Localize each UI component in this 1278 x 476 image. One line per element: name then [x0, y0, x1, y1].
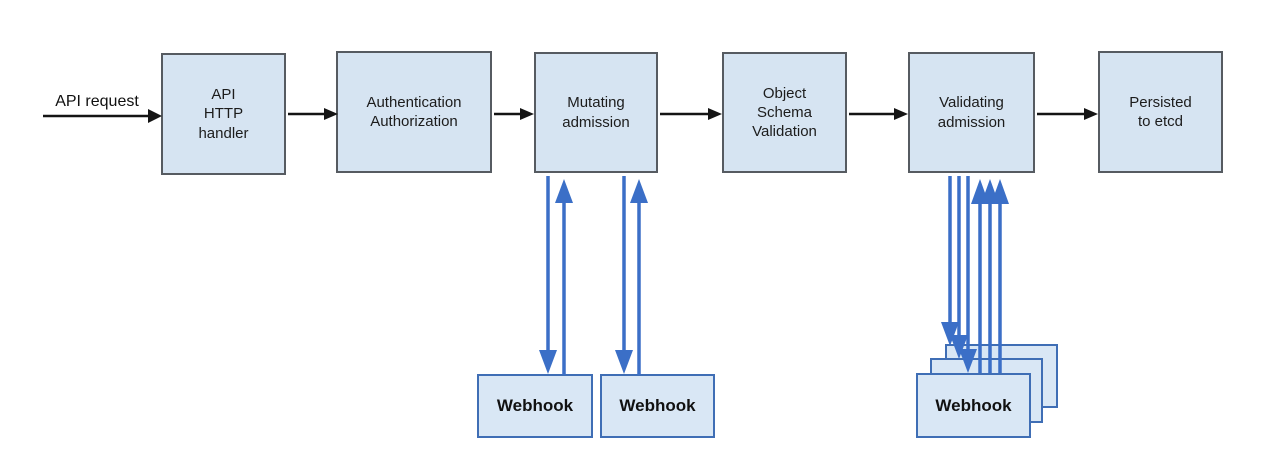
arrow-mutating-webhook2-down — [615, 176, 633, 374]
node-authentication-authorization: Authentication Authorization — [336, 51, 492, 173]
arrow-mutating-webhook1-down — [539, 176, 557, 374]
webhook-label: Webhook — [496, 396, 574, 415]
webhook-mutating-2: Webhook — [600, 374, 715, 438]
api-request-label: API request — [55, 93, 139, 110]
webhook-mutating-1: Webhook — [477, 374, 593, 438]
node-validating-admission: Validating admission — [908, 52, 1035, 173]
arrow-auth-to-mutating — [494, 108, 534, 120]
arrow-mutating-webhook2-up — [630, 179, 648, 375]
node-label: Object Schema Validation — [752, 84, 817, 141]
node-persisted-to-etcd: Persisted to etcd — [1098, 51, 1223, 173]
arrow-mutating-webhook1-up — [555, 179, 573, 375]
node-label: API HTTP handler — [198, 86, 249, 142]
arrow-handler-to-auth — [288, 108, 338, 120]
node-label: Validating admission — [937, 94, 1006, 131]
arrow-api-request — [43, 109, 162, 123]
webhook-label: Webhook — [935, 395, 1012, 415]
arrow-schema-to-validating — [849, 108, 908, 120]
node-label: Mutating admission — [562, 94, 630, 131]
node-api-http-handler: API HTTP handler — [161, 53, 286, 175]
node-label: Authentication Authorization — [366, 93, 462, 130]
node-mutating-admission: Mutating admission — [534, 52, 658, 173]
arrow-validating-webhook-down-1 — [941, 176, 959, 346]
arrow-validating-to-etcd — [1037, 108, 1098, 120]
arrow-mutating-to-schema — [660, 108, 722, 120]
webhook-validating-front: Webhook — [916, 373, 1031, 438]
webhook-label: Webhook — [619, 396, 696, 415]
webhook-arrows — [539, 176, 1009, 375]
arrow-validating-webhook-down-2 — [950, 176, 968, 359]
node-object-schema-validation: Object Schema Validation — [722, 52, 847, 173]
node-label: Persisted to etcd — [1129, 93, 1192, 130]
